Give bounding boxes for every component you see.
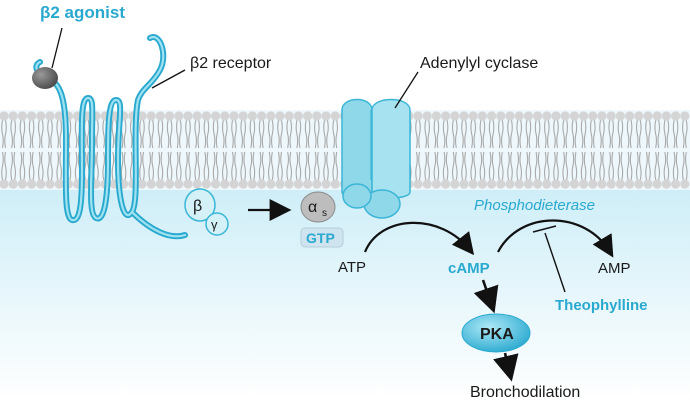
phosphodiesterase-label: Phosphodieterase [474,197,595,214]
gtp-box [300,227,344,248]
agonist-label: β2 agonist [40,3,125,22]
camp-label: cAMP [448,260,490,277]
gtp-label: GTP [306,230,335,246]
agonist-pointer [51,27,63,69]
cytoplasm [0,190,690,400]
theophylline-inhibition-bar [532,225,557,233]
g-alpha-s-subunit [300,191,336,223]
g-beta-subunit [184,188,216,222]
theophylline-inhibition-line [544,232,566,293]
theophylline-label: Theophylline [555,297,648,314]
g-gamma-subunit [205,212,229,236]
agonist-molecule [32,67,58,89]
bronchodilation-label: Bronchodilation [470,384,580,400]
camp-to-amp-arrow [497,219,614,258]
cyclase-pointer [394,71,419,109]
amp-label: AMP [598,260,631,277]
pka-to-bronchodilation-arrow [493,352,519,382]
g-alpha-subscript: s [322,208,327,219]
g-gamma-label: γ [211,217,218,232]
atp-label: ATP [338,259,366,276]
adenylyl-cyclase [341,98,411,219]
adenylyl-cyclase-label: Adenylyl cyclase [420,55,538,72]
g-beta-label: β [193,198,202,215]
g-alpha-label: α [308,199,317,216]
pka-label: PKA [480,326,514,343]
receptor-label: β2 receptor [190,55,272,72]
camp-to-pka-arrow [473,279,499,314]
pka-enzyme [461,313,531,353]
receptor-pointer [151,69,186,89]
atp-to-camp-arrow [363,221,475,256]
